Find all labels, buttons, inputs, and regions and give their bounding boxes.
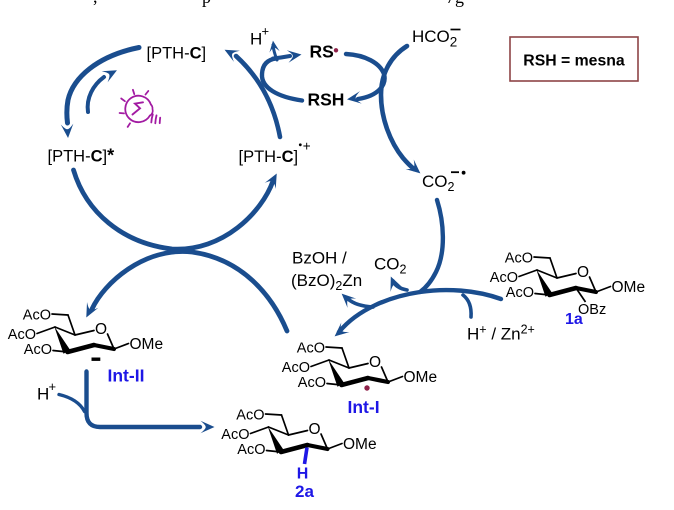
svg-text:+: +: [262, 24, 270, 39]
svg-text:+: +: [49, 379, 57, 394]
svg-text:RSH = mesna: RSH = mesna: [523, 53, 625, 70]
svg-text:RS: RS: [310, 42, 334, 62]
svg-text:RSH: RSH: [308, 90, 345, 110]
svg-text:[PTH-C]*: [PTH-C]*: [48, 146, 115, 166]
svg-text:+: +: [303, 139, 311, 154]
svg-text:H: H: [297, 466, 309, 483]
svg-text:[PTH-C]: [PTH-C]: [239, 148, 299, 166]
svg-text:CO2: CO2: [374, 255, 407, 277]
svg-text:CO2: CO2: [422, 172, 455, 194]
svg-text:H: H: [250, 30, 262, 49]
svg-text:7g: 7g: [446, 0, 464, 7]
svg-text:Int-II: Int-II: [108, 366, 145, 386]
svg-text:[PTH-C]: [PTH-C]: [147, 45, 207, 63]
svg-text:HCO2: HCO2: [412, 27, 457, 50]
svg-text:,: ,: [93, 0, 98, 7]
svg-text:H: H: [37, 385, 49, 404]
svg-text:H+ / Zn2+: H+ / Zn2+: [467, 323, 535, 344]
svg-text:OBz: OBz: [578, 302, 606, 318]
svg-text:1a: 1a: [565, 311, 583, 328]
svg-text:BzOH /: BzOH /: [292, 249, 347, 268]
svg-text:(BzO)2Zn: (BzO)2Zn: [291, 271, 362, 293]
svg-text:Int-I: Int-I: [348, 397, 380, 417]
svg-text:p: p: [202, 0, 211, 7]
svg-text:2a: 2a: [295, 482, 314, 501]
